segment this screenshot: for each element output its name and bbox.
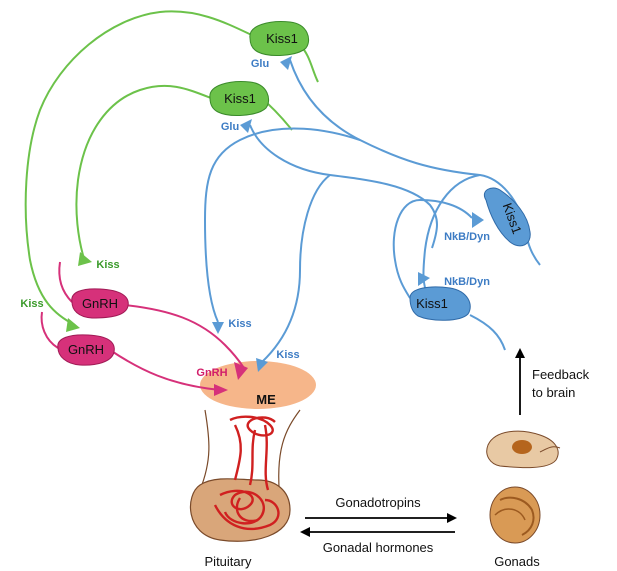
gnrh-me-terminal — [234, 362, 248, 380]
blue-axons — [203, 59, 541, 363]
me-label: ME — [256, 392, 276, 407]
gnrh-top-cell — [71, 288, 129, 319]
pink-axons — [40, 261, 245, 391]
gonads-label: Gonads — [494, 554, 540, 569]
gnrh-lower-terminal — [214, 384, 228, 396]
kiss1-blue-right-cell — [484, 187, 531, 247]
portal-vessels — [213, 415, 280, 531]
glu-top-terminal — [280, 56, 292, 70]
kiss1-green-top-cell — [249, 21, 310, 56]
testis-illustration — [489, 486, 541, 544]
gonadotropins-label: Gonadotropins — [335, 495, 421, 510]
gnrh-top-label: GnRH — [82, 296, 118, 311]
pituitary-stalk-right — [278, 409, 301, 501]
kiss-green-upper-label: Kiss — [96, 259, 119, 271]
glu-mid-label: Glu — [221, 121, 239, 133]
feedback-label-line1: Feedback — [532, 367, 590, 382]
gnrh-bottom-cell — [57, 334, 115, 366]
kiss-green-lower-label: Kiss — [20, 298, 43, 310]
kiss-blue-lower-label: Kiss — [276, 349, 299, 361]
me-region — [200, 361, 316, 409]
feedback-label-line2: to brain — [532, 385, 575, 400]
kiss-green-upper-terminal — [78, 252, 92, 266]
nkb-dyn-upper-terminal — [472, 212, 484, 228]
kiss-blue-upper-terminal — [212, 322, 224, 334]
glu-top-label: Glu — [251, 58, 269, 70]
nkb-dyn-lower-terminal — [418, 272, 430, 286]
gnrh-bottom-label: GnRH — [68, 342, 104, 357]
nkb-dyn-lower-label: NkB/Dyn — [444, 276, 490, 288]
kiss-blue-upper-label: Kiss — [228, 318, 251, 330]
ovary-illustration — [486, 430, 561, 469]
pituitary-label: Pituitary — [205, 554, 252, 569]
kiss1-green-mid-cell — [209, 81, 270, 116]
kiss1-blue-lower-label: Kiss1 — [416, 296, 448, 311]
glu-mid-terminal — [240, 119, 252, 133]
pituitary-stalk — [199, 409, 210, 491]
gnrh-me-label: GnRH — [196, 367, 227, 379]
kiss1-green-top-label: Kiss1 — [266, 31, 298, 46]
nkb-dyn-upper-label: NkB/Dyn — [444, 231, 490, 243]
kiss1-green-mid-label: Kiss1 — [224, 91, 256, 106]
gonadal-hormones-label: Gonadal hormones — [323, 540, 434, 555]
kiss-blue-lower-terminal — [256, 358, 268, 372]
kiss-green-lower-terminal — [66, 318, 80, 332]
green-axons — [24, 10, 319, 326]
kiss1-blue-lower-cell — [409, 286, 471, 321]
